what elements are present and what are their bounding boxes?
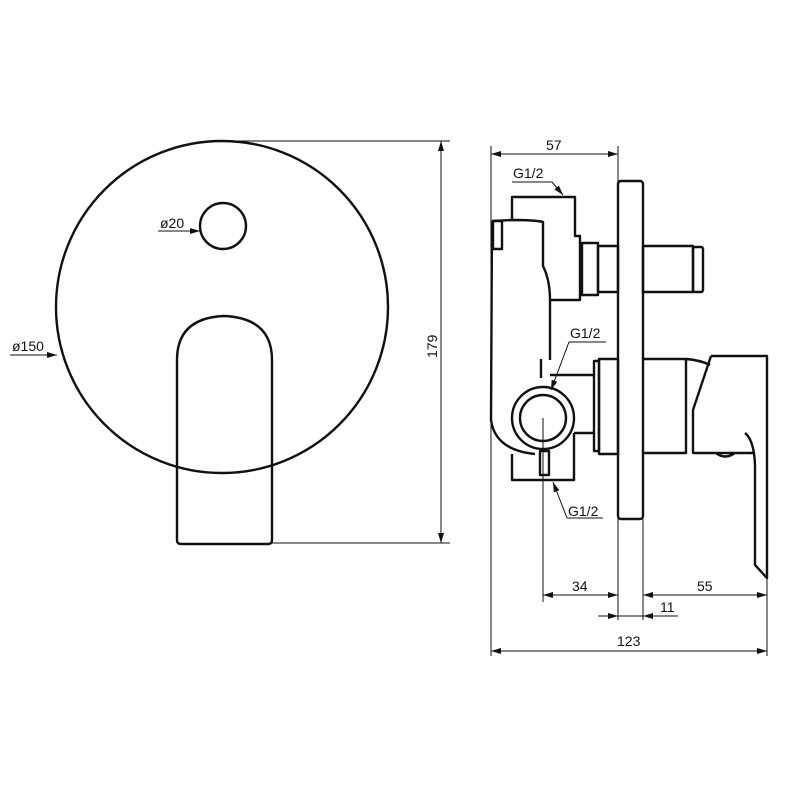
top-cap — [491, 219, 504, 251]
mixer-handle — [175, 314, 274, 546]
diverter-knob — [691, 245, 705, 294]
thread-top-leader — [512, 181, 564, 196]
handle-base — [643, 357, 711, 455]
lever-handle — [691, 354, 769, 580]
cartridge — [597, 357, 620, 456]
front-view: 179 ø150 ø20 — [10, 139, 450, 546]
lower-body — [510, 359, 594, 482]
diverter-button — [198, 201, 248, 251]
top-stem — [596, 244, 620, 294]
wall-plate — [616, 179, 645, 521]
thread-bottom-label: G1/2 — [568, 503, 599, 519]
thread-middle-leader — [550, 341, 606, 391]
top-nut — [580, 241, 600, 297]
thread-top-label: G1/2 — [513, 165, 544, 181]
handle-dimension-label: 55 — [697, 578, 713, 594]
valve-body-top — [510, 195, 582, 302]
side-view: 57 G1/2 G1/2 G1/2 34 55 11 123 — [489, 137, 769, 656]
height-label: 179 — [424, 334, 440, 358]
depth-top-label: 57 — [546, 137, 562, 153]
bottom-outlet — [538, 449, 551, 477]
plate-diameter-label: ø150 — [12, 338, 44, 354]
cover-plate — [54, 139, 390, 475]
total-dimension-label: 123 — [617, 633, 641, 649]
thread-middle-label: G1/2 — [570, 325, 601, 341]
button-diameter-label: ø20 — [160, 215, 184, 231]
diverter-rod — [641, 244, 695, 294]
body-dimension-label: 34 — [572, 578, 588, 594]
thread-bottom-leader — [552, 481, 603, 519]
plate-dimension-label: 11 — [660, 599, 675, 615]
